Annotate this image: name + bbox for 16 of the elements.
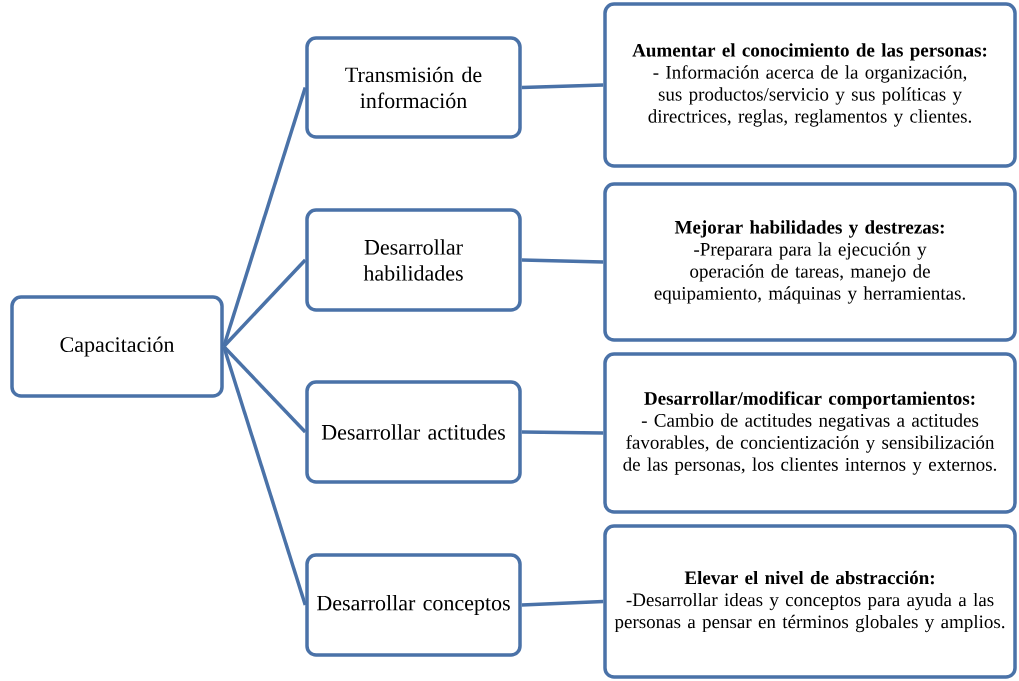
connector-line [521, 599, 604, 607]
description-box: Aumentar el conocimiento de las personas: - Información acerca de la organización, sus productos/servicio y sus políticas y directrices, reglas, reglamentos y clientes. [603, 2, 1017, 168]
connector-line [222, 258, 307, 348]
category-box: Transmisión de información [305, 36, 522, 139]
category-box: Desarrollar actitudes [305, 380, 522, 484]
description-box: Mejorar habilidades y destrezas: -Preparara para la ejecución y operación de tareas, manejo de equipamiento, máquinas y herramientas. [603, 182, 1017, 342]
description-box: Desarrollar/modificar comportamientos: - Cambio de actitudes negativas a actitudes favorables, de concientización y sensibilización de las personas, los clientes internos y externos. [603, 352, 1017, 514]
connector-line [222, 87, 307, 348]
connector-line [521, 258, 604, 264]
category-box: Desarrollar habilidades [305, 208, 522, 312]
category-box: Desarrollar conceptos [305, 553, 522, 657]
connector-line [521, 430, 604, 435]
connector-line [521, 83, 604, 90]
connector-line [222, 346, 307, 606]
description-box: Elevar el nivel de abstracción: -Desarrollar ideas y conceptos para ayuda a las personas a pensar en términos globales y amplios. [603, 524, 1017, 679]
root-box: Capacitación [10, 295, 224, 398]
